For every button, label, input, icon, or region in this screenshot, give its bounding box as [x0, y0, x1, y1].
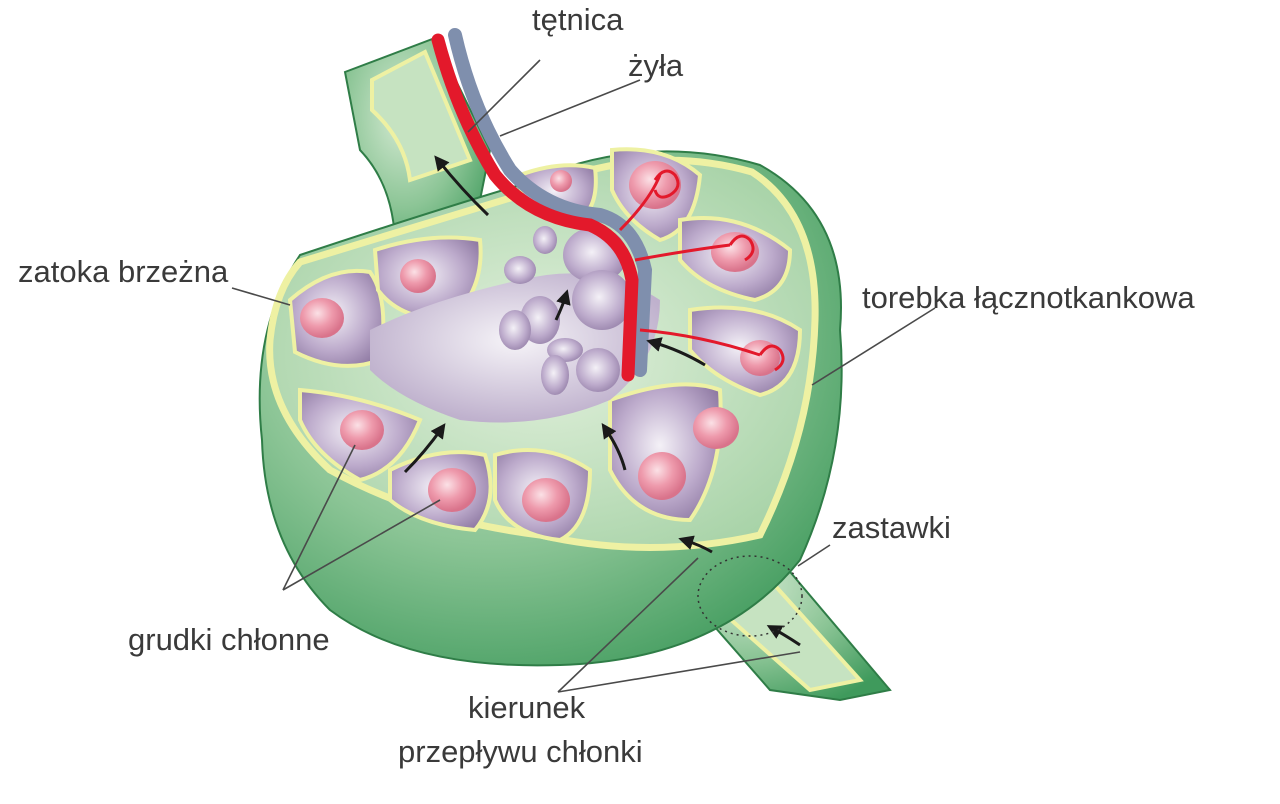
label-capsule: torebka łącznotkankowa — [862, 280, 1195, 315]
label-marginal-sinus: zatoka brzeżna — [18, 254, 229, 289]
label-valves: zastawki — [832, 510, 951, 545]
vein-vessel — [448, 28, 653, 377]
follicle — [711, 232, 759, 272]
follicle — [550, 170, 572, 192]
flow-arrow — [766, 625, 801, 647]
follicle — [522, 478, 570, 522]
flow-arrow — [434, 155, 490, 217]
label-flow-line1: kierunek — [468, 690, 586, 725]
label-flow-line2: przepływu chłonki — [398, 734, 643, 769]
leader-lines — [231, 59, 936, 693]
flow-arrow — [646, 337, 706, 367]
follicle — [400, 259, 436, 293]
follicle — [740, 340, 780, 376]
follicle — [693, 407, 739, 449]
artery-branches — [618, 169, 785, 372]
flow-arrow — [601, 423, 627, 471]
label-artery: tętnica — [532, 2, 624, 37]
label-vein: żyła — [628, 48, 684, 83]
medullary-cords — [499, 226, 632, 395]
flow-arrow — [403, 423, 446, 474]
flow-arrow — [678, 535, 713, 554]
artery-vessel — [431, 33, 639, 382]
valves-highlight — [697, 555, 803, 637]
follicle — [428, 468, 476, 512]
flow-arrows — [403, 155, 801, 647]
follicle — [638, 452, 686, 500]
lymph-follicles — [300, 161, 780, 522]
follicle — [300, 298, 344, 338]
label-follicles: grudki chłonne — [128, 622, 330, 657]
flow-arrow — [554, 289, 571, 321]
follicle — [340, 410, 384, 450]
